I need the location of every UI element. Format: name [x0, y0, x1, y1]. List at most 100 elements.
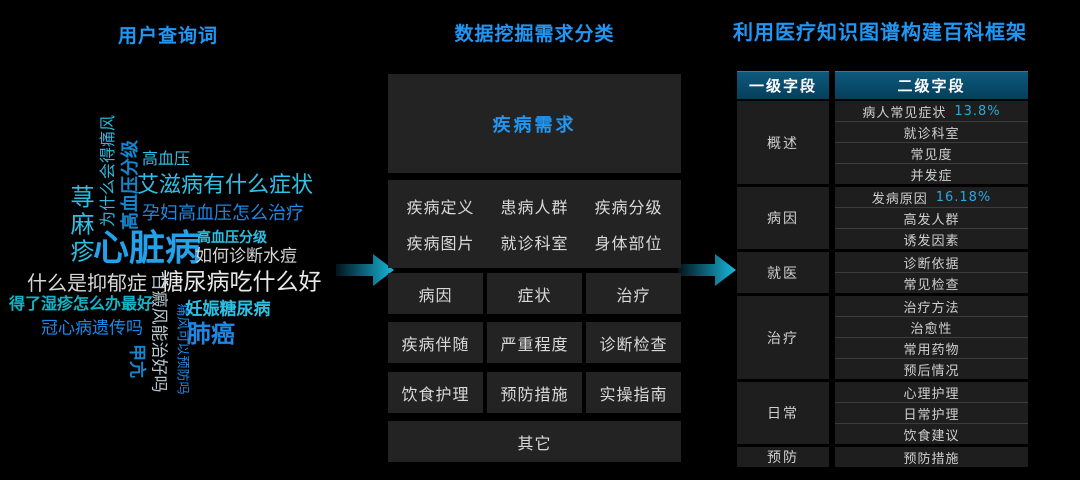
- table-level2-column: 治疗方法治愈性常用药物预后情况: [835, 296, 1028, 379]
- table-level2-cell: 预后情况: [835, 359, 1028, 379]
- category-box: 预防措施: [487, 372, 582, 413]
- category-box: 症状: [487, 273, 582, 314]
- table-cell-label: 诱发因素: [903, 233, 960, 249]
- table-header-level2: 二级字段: [835, 71, 1028, 99]
- table-level1-cell: 概述: [737, 101, 829, 184]
- table-group: 治疗治疗方法治愈性常用药物预后情况: [737, 296, 1028, 379]
- table-cell-label: 常见度: [910, 147, 953, 163]
- table-cell-label: 预后情况: [903, 363, 960, 379]
- table-level2-cell: 病人常见症状 13.8%: [835, 101, 1028, 122]
- table-level2-cell: 日常护理: [835, 403, 1028, 424]
- table-level1-cell: 就医: [737, 252, 829, 293]
- right-section-title: 利用医疗知识图谱构建百科框架: [733, 20, 1027, 44]
- left-section-title: 用户查询词: [118, 25, 219, 47]
- cloud-word: 荨麻疹: [66, 184, 94, 266]
- disease-info-item: 患病人群: [500, 198, 569, 217]
- table-cell-label: 常见检查: [903, 277, 960, 293]
- table-body: 概述 病人常见症状 13.8% 就诊科室常见度并发症病因 发病原因 16.18% 高发人群诱…: [737, 101, 1028, 467]
- cloud-word: 糖尿病吃什么好: [160, 269, 322, 296]
- disease-info-item: 疾病图片: [406, 234, 475, 253]
- table-cell-label: 常用药物: [903, 342, 960, 358]
- cloud-word: 甲亢: [126, 344, 147, 378]
- cloud-word: 高血压分级: [197, 230, 267, 246]
- cloud-word: 如何诊断水痘: [195, 246, 297, 267]
- table-level2-cell: 发病原因 16.18%: [835, 187, 1028, 208]
- disease-info-item: 疾病分级: [594, 198, 663, 217]
- disease-need-box: 疾病需求: [388, 74, 681, 173]
- table-group: 概述 病人常见症状 13.8% 就诊科室常见度并发症: [737, 101, 1028, 184]
- cloud-word: 冠心病遗传吗: [41, 318, 143, 339]
- table-level1-cell: 病因: [737, 187, 829, 249]
- table-level2-cell: 治愈性: [835, 317, 1028, 338]
- table-cell-percentage: 13.8%: [954, 103, 1001, 119]
- table-level2-cell: 高发人群: [835, 208, 1028, 229]
- cloud-word: 什么是抑郁症: [27, 271, 147, 295]
- disease-info-item: 身体部位: [594, 234, 663, 253]
- table-level2-cell: 预防措施: [835, 447, 1028, 467]
- cloud-word: 肺癌: [187, 320, 235, 348]
- category-box: 疾病伴随: [388, 322, 483, 363]
- table-cell-label: 治疗方法: [903, 300, 960, 316]
- table-level2-cell: 饮食建议: [835, 424, 1028, 444]
- category-box: 病因: [388, 273, 483, 314]
- cloud-word: 艾滋病有什么症状: [136, 173, 314, 198]
- table-cell-label: 治愈性: [910, 321, 953, 337]
- cloud-word: 得了湿疹怎么办最好: [8, 294, 154, 313]
- table-cell-label: 诊断依据: [903, 256, 960, 272]
- cloud-word: 孕妇高血压怎么治疗: [142, 203, 304, 224]
- table-cell-label: 预防措施: [903, 451, 960, 467]
- table-level2-cell: 就诊科室: [835, 122, 1028, 143]
- middle-section-title: 数据挖掘需求分类: [454, 23, 615, 45]
- table-level1-cell: 预防: [737, 447, 829, 467]
- table-group: 病因 发病原因 16.18% 高发人群诱发因素: [737, 187, 1028, 249]
- cloud-word: 心脏病: [92, 228, 202, 269]
- table-level2-column: 预防措施: [835, 447, 1028, 467]
- category-box: 治疗: [586, 273, 681, 314]
- table-level2-column: 诊断依据常见检查: [835, 252, 1028, 293]
- disease-info-row: 疾病图片 就诊科室 身体部位: [406, 230, 662, 254]
- other-category-box: 其它: [388, 421, 681, 462]
- table-cell-label: 饮食建议: [903, 428, 960, 444]
- disease-info-item: 就诊科室: [500, 234, 569, 253]
- flow-arrow-left: [336, 254, 394, 286]
- table-level2-cell: 并发症: [835, 164, 1028, 184]
- table-group: 就医诊断依据常见检查: [737, 252, 1028, 293]
- table-header-level1: 一级字段: [737, 71, 829, 99]
- disease-info-item: 疾病定义: [406, 198, 475, 217]
- table-cell-label: 发病原因: [871, 191, 928, 207]
- table-level2-cell: 常用药物: [835, 338, 1028, 359]
- table-cell-label: 日常护理: [903, 407, 960, 423]
- table-group: 预防 预防措施: [737, 447, 1028, 467]
- cloud-word: 高血压: [141, 149, 191, 168]
- table-level2-column: 心理护理日常护理饮食建议: [835, 382, 1028, 444]
- table-level2-cell: 心理护理: [835, 382, 1028, 403]
- table-level2-column: 发病原因 16.18% 高发人群诱发因素: [835, 187, 1028, 249]
- disease-info-row: 疾病定义 患病人群 疾病分级: [406, 194, 662, 218]
- table-level1-cell: 治疗: [737, 296, 829, 379]
- table-cell-label: 病人常见症状: [862, 105, 947, 121]
- table-level2-cell: 常见度: [835, 143, 1028, 164]
- table-group: 日常心理护理日常护理饮食建议: [737, 382, 1028, 444]
- framework-table: 一级字段 二级字段 概述 病人常见症状 13.8% 就诊科室常见度并发症病因 发病原因 1…: [737, 71, 1028, 470]
- table-cell-label: 高发人群: [903, 212, 960, 228]
- category-box: 饮食护理: [388, 372, 483, 413]
- table-cell-label: 心理护理: [903, 386, 960, 402]
- cloud-word: 白癜风能治好吗: [148, 273, 169, 393]
- flow-arrow-right: [678, 254, 736, 286]
- disease-info-box: 疾病定义 患病人群 疾病分级疾病图片 就诊科室 身体部位: [388, 180, 681, 268]
- table-level2-column: 病人常见症状 13.8% 就诊科室常见度并发症: [835, 101, 1028, 184]
- table-level2-cell: 诱发因素: [835, 229, 1028, 249]
- table-header-row: 一级字段 二级字段: [737, 71, 1028, 99]
- category-box: 诊断检查: [586, 322, 681, 363]
- cloud-word: 妊娠糖尿病: [185, 299, 271, 320]
- table-level2-cell: 治疗方法: [835, 296, 1028, 317]
- category-box: 严重程度: [487, 322, 582, 363]
- table-level2-cell: 诊断依据: [835, 252, 1028, 273]
- word-cloud: 荨麻疹为什么会得痛风高血压分级高血压艾滋病有什么症状孕妇高血压怎么治疗心脏病高血…: [0, 0, 420, 480]
- table-level1-cell: 日常: [737, 382, 829, 444]
- table-cell-percentage: 16.18%: [935, 189, 992, 205]
- table-cell-label: 就诊科室: [903, 126, 960, 142]
- category-box: 实操指南: [586, 372, 681, 413]
- table-level2-cell: 常见检查: [835, 273, 1028, 293]
